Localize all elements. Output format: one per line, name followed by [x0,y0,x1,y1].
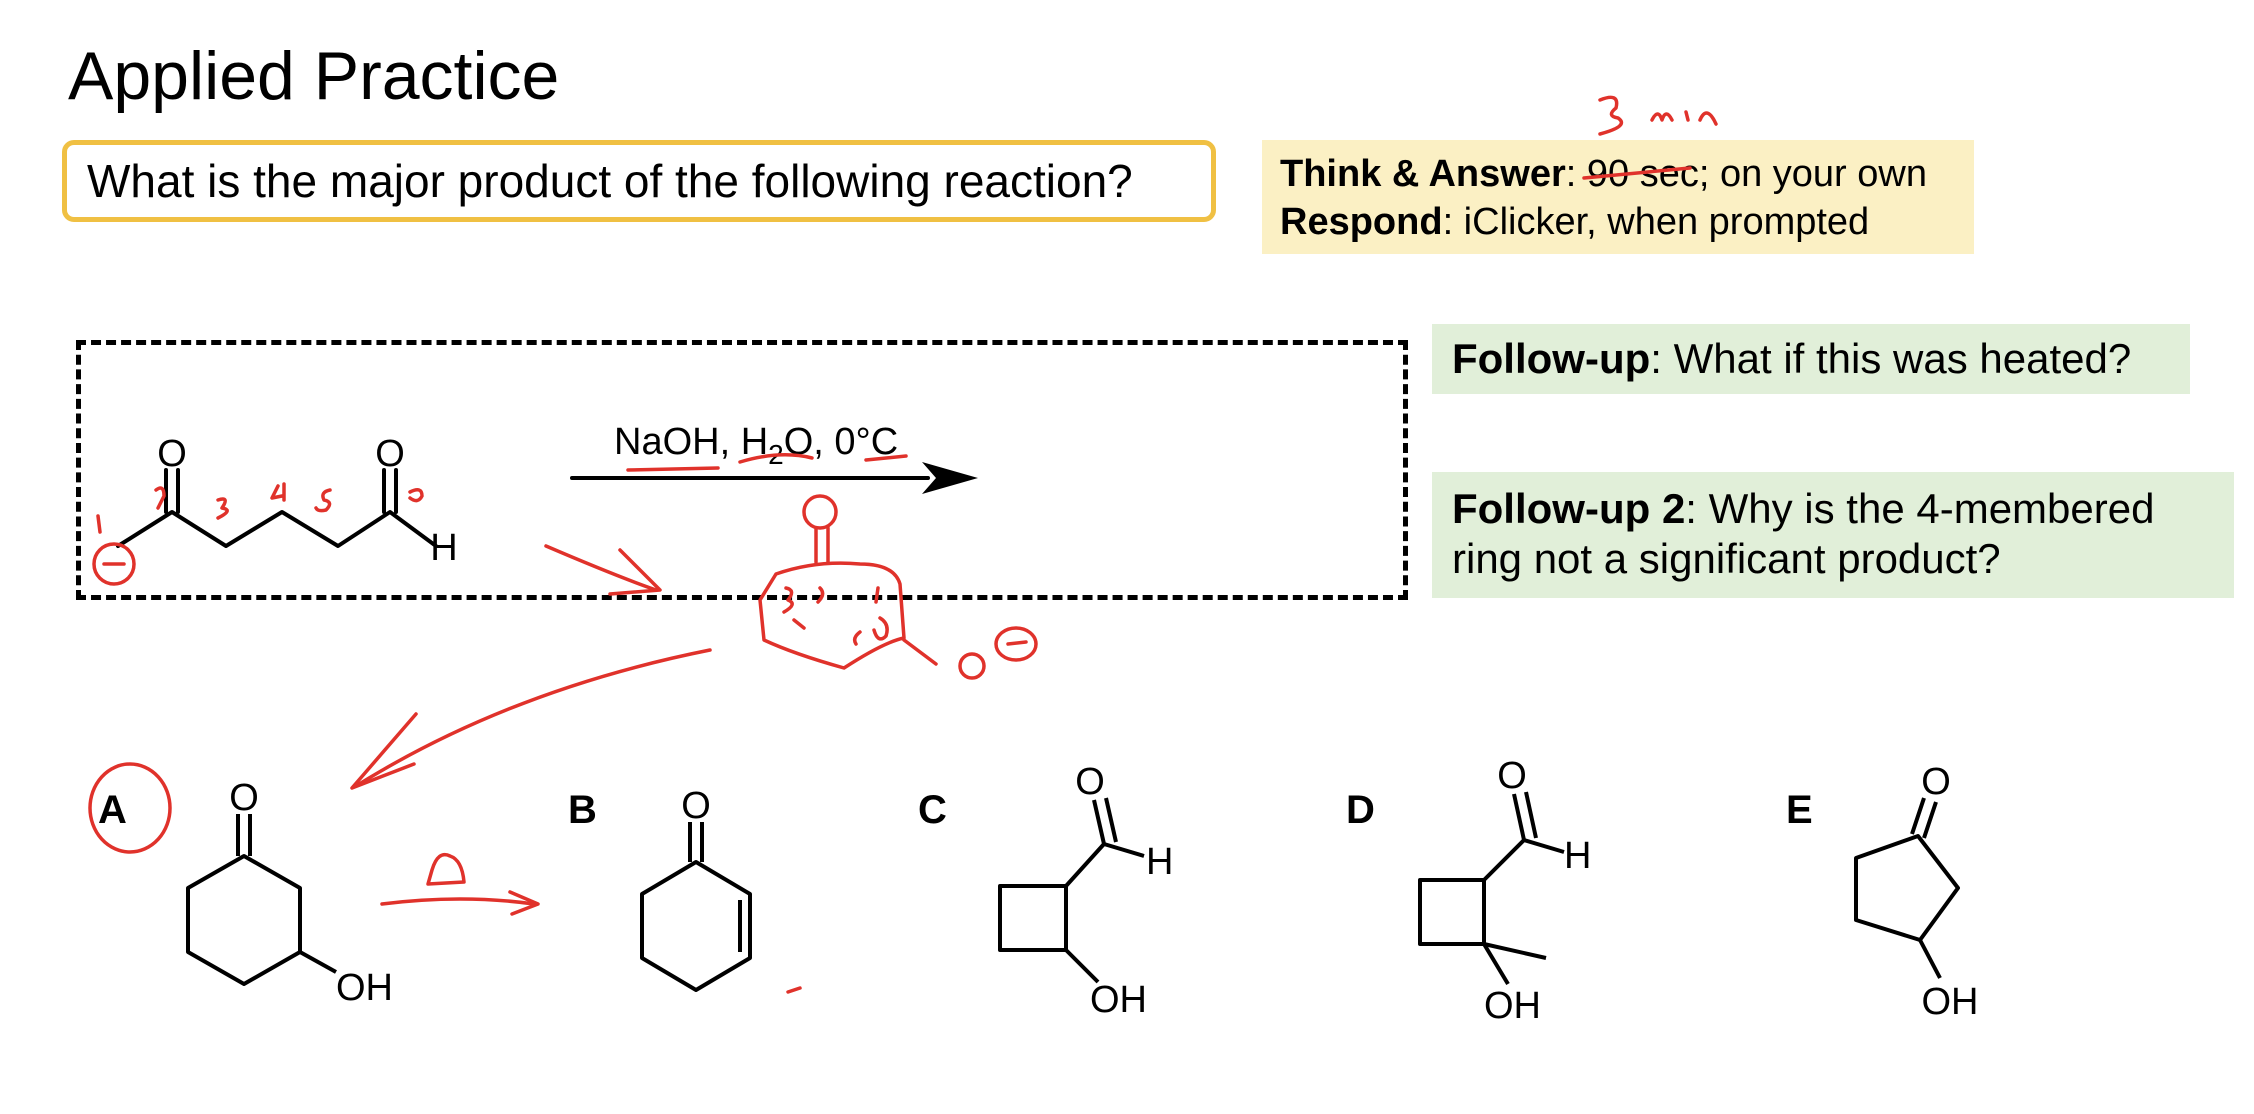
sm-aldehyde-hydrogen: H [430,527,457,569]
respond-text: : iClicker, when prompted [1442,201,1870,243]
choice-e-oh: OH [1922,981,1979,1023]
followup-1-box: Follow-up: What if this was heated? [1432,324,2190,394]
mechanism-arrow [544,544,658,592]
heat-arrow [380,897,536,906]
followup-1-text: : What if this was heated? [1650,335,2132,382]
choice-b-letter: B [568,788,597,832]
choice-c-oh: OH [1090,979,1147,1021]
sm-aldehyde-oxygen: O [375,433,405,475]
choice-c-hydrogen: H [1146,841,1173,883]
think-rest: ; on your own [1698,153,1927,195]
answer-circle-a [88,762,172,854]
choice-e-letter: E [1786,788,1813,832]
carbon-numbers [96,482,424,534]
page-title: Applied Practice [68,38,560,114]
choice-e-oxygen: O [1921,761,1951,803]
question-box: What is the major product of the followi… [62,140,1216,222]
sm-ketone-oxygen: O [157,433,187,475]
choice-d-oxygen: O [1497,755,1527,797]
heat-triangle [426,852,466,886]
think-label: Think & Answer [1280,153,1566,195]
choice-a-structure [186,814,337,986]
followup-2-text: : Why is the 4-membered ring not a signi… [1452,485,2155,582]
choice-d-structure [1418,791,1565,986]
followup-1-label: Follow-up [1452,335,1651,382]
choice-d-hydrogen: H [1564,835,1591,877]
followup-2-box: Follow-up 2: Why is the 4-membered ring … [1432,472,2234,598]
time-strikethrough [1582,166,1692,180]
choice-d-oh: OH [1484,985,1541,1027]
starting-material [116,468,438,548]
respond-label: Respond [1280,201,1443,243]
choice-c-oxygen: O [1075,761,1105,803]
followup-2-label: Follow-up 2 [1452,485,1686,532]
reagents-part-a: NaOH, H [614,421,768,463]
enolate-charge-circle [92,542,136,586]
arrow-head [922,462,978,494]
think-line: Think & Answer: 90 sec; on your own [1280,153,1927,195]
reagents: NaOH, H2O, 0°C [614,421,898,470]
think-answer-box: Think & Answer: 90 sec; on your own Resp… [1262,140,1974,254]
choice-a-oh: OH [336,967,393,1009]
time-note-three [1598,95,1624,136]
choice-e-structure [1854,797,1960,979]
choice-a-oxygen: O [229,777,259,819]
choice-b-structure [640,822,752,992]
choice-a-letter: A [98,788,127,832]
time-note-min [1650,110,1718,126]
choice-b-oxygen: O [681,785,711,827]
intermediate-ring [758,494,1038,680]
respond-line: Respond: iClicker, when prompted [1280,198,1974,246]
long-arrow-to-a [354,648,712,788]
choice-c-structure [998,797,1145,984]
handwritten-annotations [88,95,1718,994]
choice-d-letter: D [1346,788,1375,832]
choice-c-letter: C [918,788,947,832]
reaction-box [76,340,1408,600]
